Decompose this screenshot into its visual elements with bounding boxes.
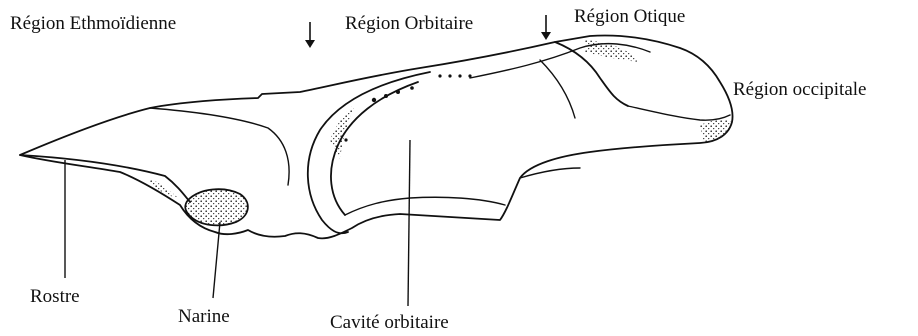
label-rostrum: Rostre [30,287,80,306]
otic-arrow [541,15,551,40]
orbital-cavity-leader [408,140,410,306]
label-otic-region: Région Otique [574,7,685,26]
label-nostril: Narine [178,307,230,326]
foramina-dots [344,74,471,141]
label-orbital-cavity: Cavité orbitaire [330,313,449,332]
occipital-shading [700,120,732,143]
orbit-shading [330,104,355,160]
otic-crest [470,44,650,78]
label-orbital-region: Région Orbitaire [345,14,473,33]
skull-outline [20,36,733,239]
otic-inner-line [540,60,575,118]
nostril-shape [185,189,248,225]
occipital-line [628,106,730,120]
label-ethmoid-region: Région Ethmoïdienne [10,14,176,33]
orbit-floor [345,197,505,215]
orbital-arrow [305,22,315,48]
ethmoid-contour [150,108,289,185]
label-occipital-region: Région occipitale [733,80,866,99]
orbit-rim-outer [308,72,430,233]
